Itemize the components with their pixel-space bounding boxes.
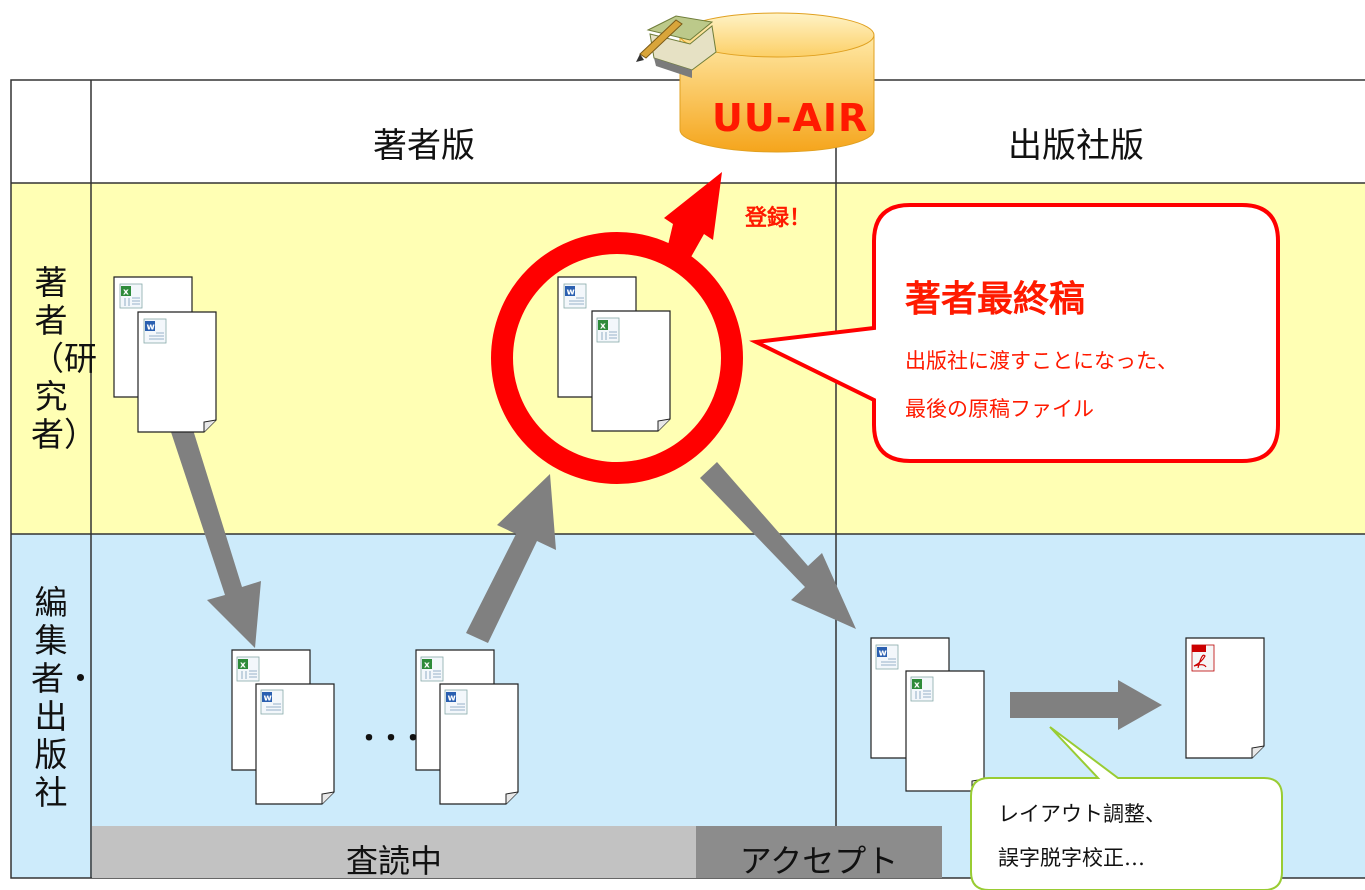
arrow-submit	[165, 404, 261, 648]
uu-air-database	[679, 12, 875, 153]
row-header-author: 著者（研究者）	[31, 263, 97, 454]
callout-line-1: 出版社に渡すことになった、	[905, 349, 1178, 373]
ellipsis: ・・・	[356, 724, 426, 754]
highlight-marker	[491, 172, 743, 484]
callout-line-2: 最後の原稿ファイル	[905, 397, 1094, 421]
book-pencil-icon	[636, 15, 717, 78]
callout-bubble	[749, 203, 1280, 463]
peer-review-bar	[92, 826, 696, 878]
arrow-revise	[466, 474, 556, 643]
accept-bar	[696, 826, 942, 878]
phase-peer-review: 査読中	[345, 842, 442, 880]
column-header-author-version: 著者版	[373, 126, 475, 166]
callout-title: 著者最終稿	[905, 279, 1086, 320]
column-header-publisher-version: 出版社版	[1008, 126, 1144, 166]
register-arrow	[664, 172, 722, 273]
note-line-2: 誤字脱字校正…	[998, 846, 1145, 870]
repository-name: UU-AIR	[712, 96, 869, 140]
row-header-editor-publisher: 編集者・出版社	[31, 583, 97, 812]
note-line-1: レイアウト調整、	[998, 802, 1166, 826]
pdf-document	[1185, 637, 1265, 759]
register-label: 登録！	[745, 206, 812, 231]
flow-arrows	[165, 404, 1162, 730]
arrow-layout	[1010, 680, 1162, 730]
phase-accept: アクセプト	[739, 842, 899, 880]
arrow-handover	[700, 462, 856, 629]
